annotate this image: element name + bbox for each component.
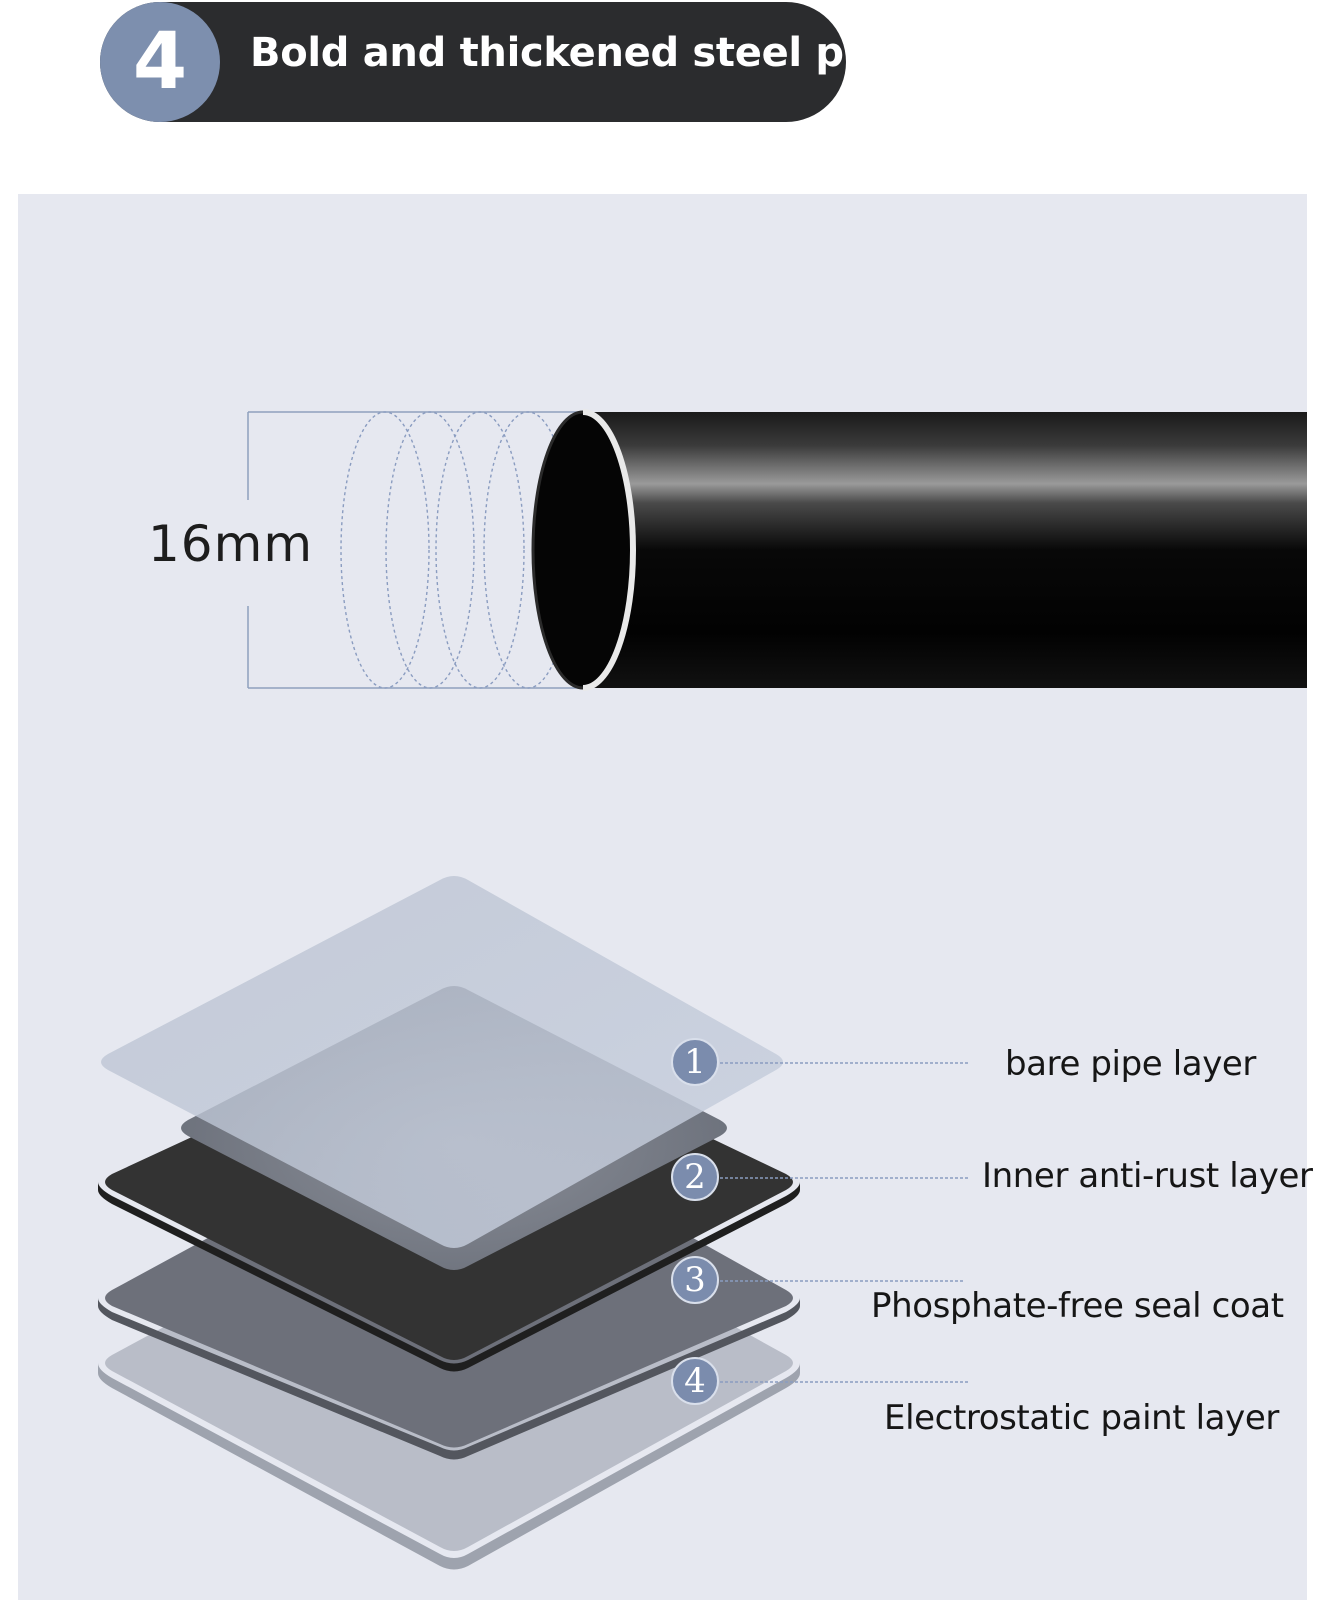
layer-1-plate xyxy=(101,876,783,1248)
layer-2-label: Inner anti-rust layer xyxy=(982,1156,1313,1196)
pipe-diameter-label: 16mm xyxy=(148,515,314,573)
layer-3-number-badge: 3 xyxy=(671,1256,719,1304)
step-number-badge: 4 xyxy=(100,2,220,122)
layer-1-label: bare pipe layer xyxy=(1005,1044,1257,1084)
layer-4-number-badge: 4 xyxy=(671,1357,719,1405)
dimension-bracket xyxy=(247,411,588,689)
layer-2-number-badge: 2 xyxy=(671,1153,719,1201)
header-pill xyxy=(100,2,846,122)
steel-pipe xyxy=(531,409,1307,691)
dashed-rings xyxy=(340,411,573,689)
layer-3-label: Phosphate-free seal coat xyxy=(871,1286,1284,1326)
layer-1-number-badge: 1 xyxy=(671,1038,719,1086)
page-title: Bold and thickened steel pipe xyxy=(250,30,913,76)
leader-lines xyxy=(720,1062,970,1383)
layer-4-label: Electrostatic paint layer xyxy=(884,1398,1279,1438)
layer-stack xyxy=(98,876,800,1570)
